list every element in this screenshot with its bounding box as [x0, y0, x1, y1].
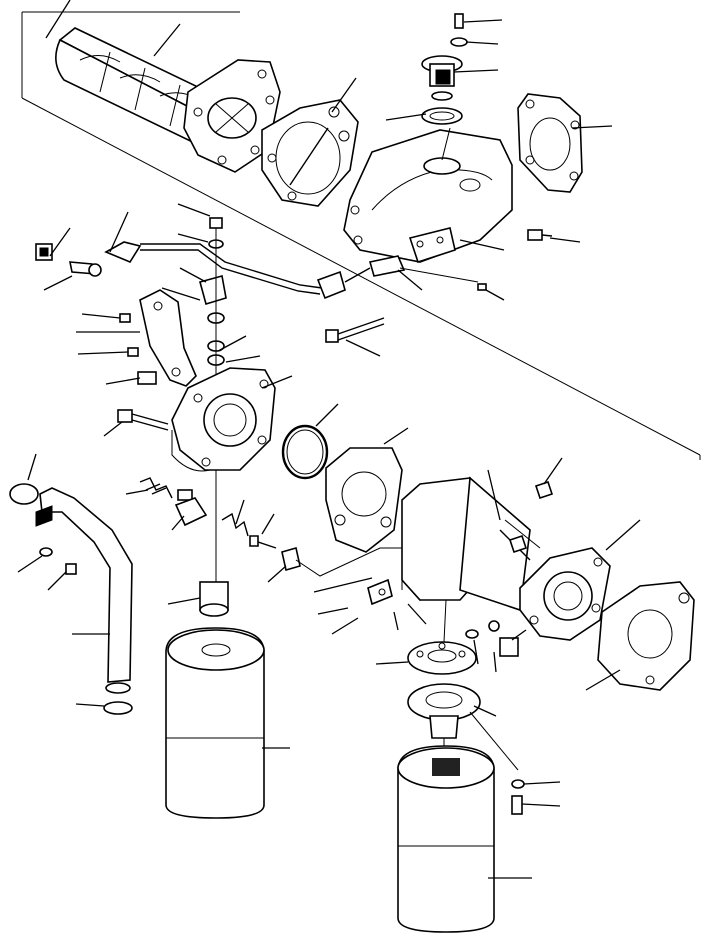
- bolt-bottom-right: [511, 779, 525, 815]
- valve-spring-2: [221, 512, 249, 537]
- rear-cooler-end-plate: [519, 547, 611, 641]
- long-bolt: [325, 317, 385, 343]
- filter-head: [171, 367, 276, 472]
- assembly-outline: [21, 11, 701, 460]
- thermostat-stack: [421, 13, 468, 125]
- connector-lines: [215, 127, 519, 771]
- callout-leaders: [17, 0, 641, 879]
- regulator-valve-spring: [139, 477, 193, 501]
- oil-filter-element-right: [397, 745, 495, 933]
- drain-fittings: [465, 620, 519, 657]
- valve-pin: [249, 535, 277, 549]
- bolt-small-right: [477, 283, 487, 291]
- cooler-gasket: [261, 99, 359, 207]
- filter-adapter: [407, 683, 481, 739]
- cooler-housing: [343, 129, 513, 264]
- filter-head-o-ring: [281, 424, 329, 480]
- cooler-cover-gasket: [517, 93, 583, 193]
- oil-pressure-switch: [35, 243, 102, 277]
- rear-cooler-gasket: [597, 581, 695, 691]
- bracket: [139, 289, 197, 387]
- rear-cooler-housing: [401, 477, 479, 601]
- filter-head-bolt: [117, 409, 169, 431]
- oil-line-tube: [104, 241, 406, 300]
- cooler-end-plate: [183, 59, 281, 173]
- filter-adapter-plate: [407, 641, 477, 675]
- tube-clip-bolts: [39, 547, 77, 575]
- filter-head-gasket: [325, 447, 403, 553]
- small-bolts-left: [119, 313, 157, 385]
- oil-filter-element-left: [165, 581, 265, 819]
- bolt-right-top: [527, 229, 553, 241]
- plug-cap: [281, 546, 301, 572]
- oil-transfer-tube: [9, 483, 133, 715]
- oil-cooler-core: [55, 27, 227, 149]
